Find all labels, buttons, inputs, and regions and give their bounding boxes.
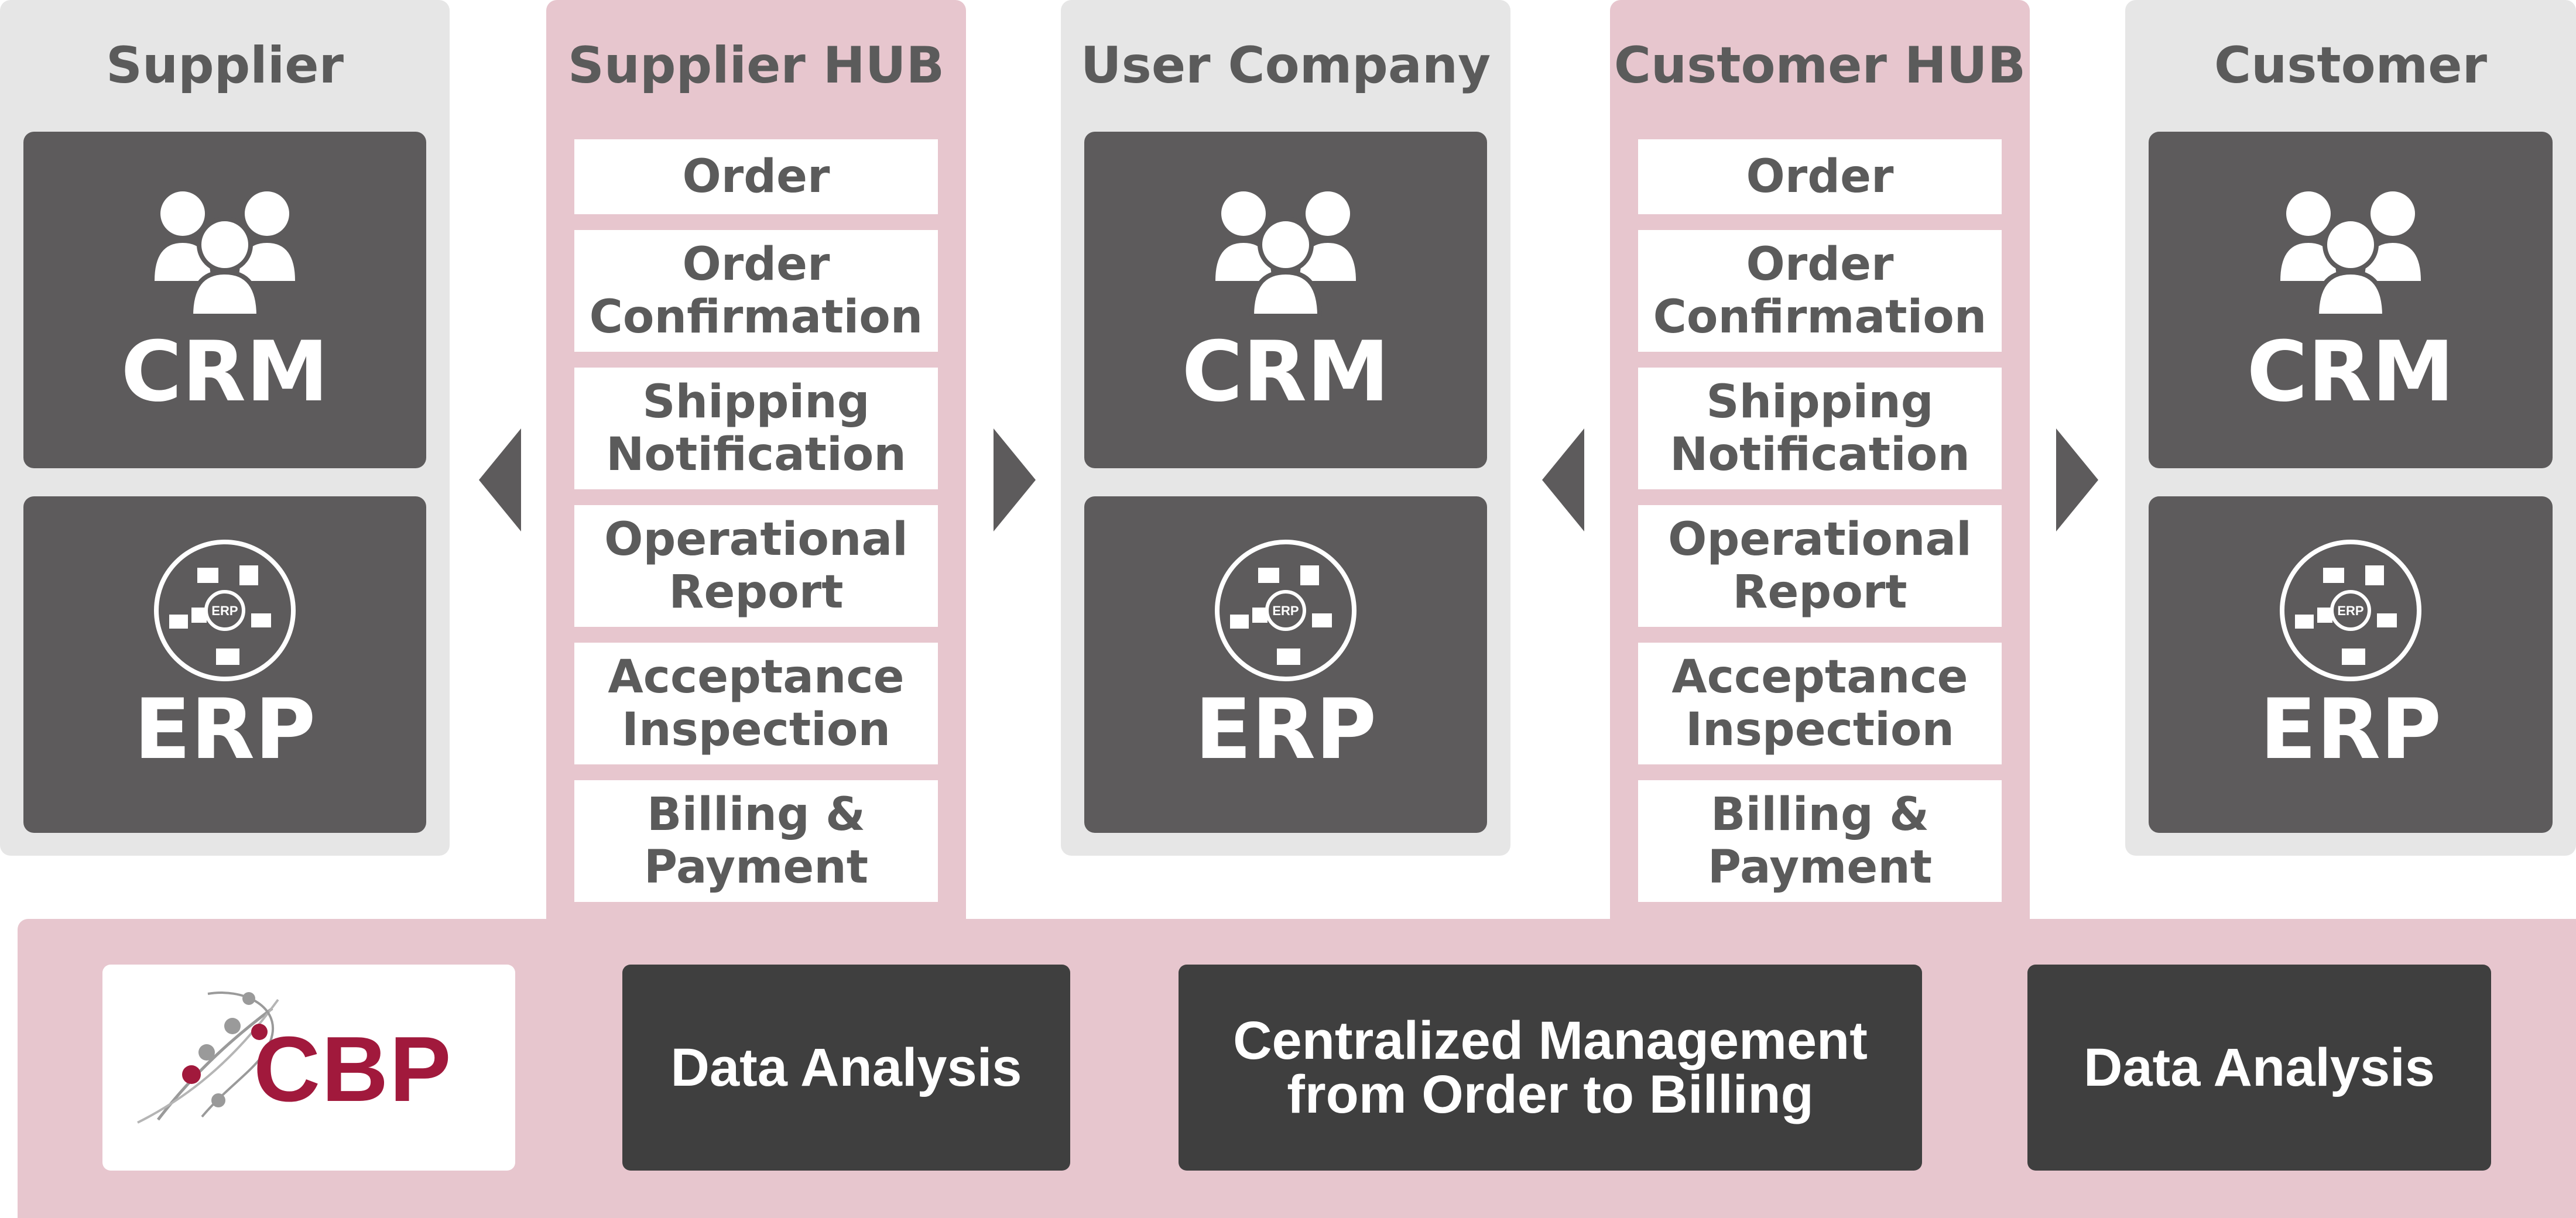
erp-box: ERP ERP — [2149, 496, 2553, 833]
feature-label: Data Analysis — [670, 1038, 1022, 1097]
step-order-confirmation: Order Confirmation — [574, 230, 938, 352]
erp-box: ERP ERP — [1084, 496, 1487, 833]
erp-box: ERP ERP — [23, 496, 426, 833]
customer-hub-column: Customer HUB Order Order Confirmation Sh… — [1610, 0, 2030, 936]
erp-label: ERP — [1194, 681, 1377, 778]
step-order-confirmation: Order Confirmation — [1638, 230, 2002, 352]
column-title: Supplier HUB — [567, 36, 945, 95]
centralized-management-box: Centralized Management from Order to Bil… — [1179, 965, 1922, 1171]
people-group-icon — [155, 191, 295, 316]
crm-label: CRM — [121, 324, 329, 420]
customer-column: Customer CRM ERP ERP — [2125, 0, 2576, 856]
people-group-icon — [1215, 191, 1356, 316]
step-acceptance-inspection: Acceptance Inspection — [1638, 643, 2002, 764]
step-operational-report: Operational Report — [574, 505, 938, 627]
crm-box: CRM — [2149, 132, 2553, 468]
cbp-logo-mark-icon — [137, 991, 279, 1124]
erp-cycle-icon: ERP — [154, 540, 296, 681]
erp-badge-text: ERP — [211, 603, 238, 618]
crm-box: CRM — [23, 132, 426, 468]
column-title: Customer — [2214, 36, 2488, 95]
step-order: Order — [1638, 139, 2002, 214]
triangle-right-icon — [2056, 428, 2098, 531]
data-analysis-box: Data Analysis — [2027, 965, 2491, 1171]
data-analysis-box: Data Analysis — [622, 965, 1070, 1171]
erp-cycle-icon: ERP — [2280, 540, 2421, 681]
step-shipping-notification: Shipping Notification — [574, 368, 938, 489]
step-operational-report: Operational Report — [1638, 505, 2002, 627]
supplier-column: Supplier CRM ERP ERP — [0, 0, 450, 856]
crm-label: CRM — [1181, 324, 1390, 420]
column-title: Customer HUB — [1614, 36, 2026, 95]
triangle-left-icon — [479, 428, 521, 531]
step-order: Order — [574, 139, 938, 214]
triangle-right-icon — [994, 428, 1036, 531]
feature-label: Data Analysis — [2084, 1038, 2435, 1097]
step-billing-payment: Billing & Payment — [574, 780, 938, 902]
column-title: User Company — [1080, 36, 1491, 95]
user-company-column: User Company CRM ERP ERP — [1061, 0, 1510, 856]
crm-label: CRM — [2246, 324, 2455, 420]
feature-label: Centralized Management from Order to Bil… — [1233, 1011, 1868, 1124]
erp-badge-text: ERP — [2337, 603, 2363, 618]
triangle-left-icon — [1542, 428, 1584, 531]
crm-box: CRM — [1084, 132, 1487, 468]
step-billing-payment: Billing & Payment — [1638, 780, 2002, 902]
erp-cycle-icon: ERP — [1215, 540, 1356, 681]
column-title: Supplier — [106, 36, 344, 95]
people-group-icon — [2280, 191, 2421, 316]
supplier-hub-column: Supplier HUB Order Order Confirmation Sh… — [546, 0, 966, 936]
cbp-logo-text: CBP — [254, 1018, 453, 1121]
erp-badge-text: ERP — [1272, 603, 1299, 618]
erp-label: ERP — [2259, 681, 2442, 778]
step-acceptance-inspection: Acceptance Inspection — [574, 643, 938, 764]
step-shipping-notification: Shipping Notification — [1638, 368, 2002, 489]
cbp-logo: CBP — [102, 965, 515, 1171]
erp-label: ERP — [133, 681, 316, 778]
